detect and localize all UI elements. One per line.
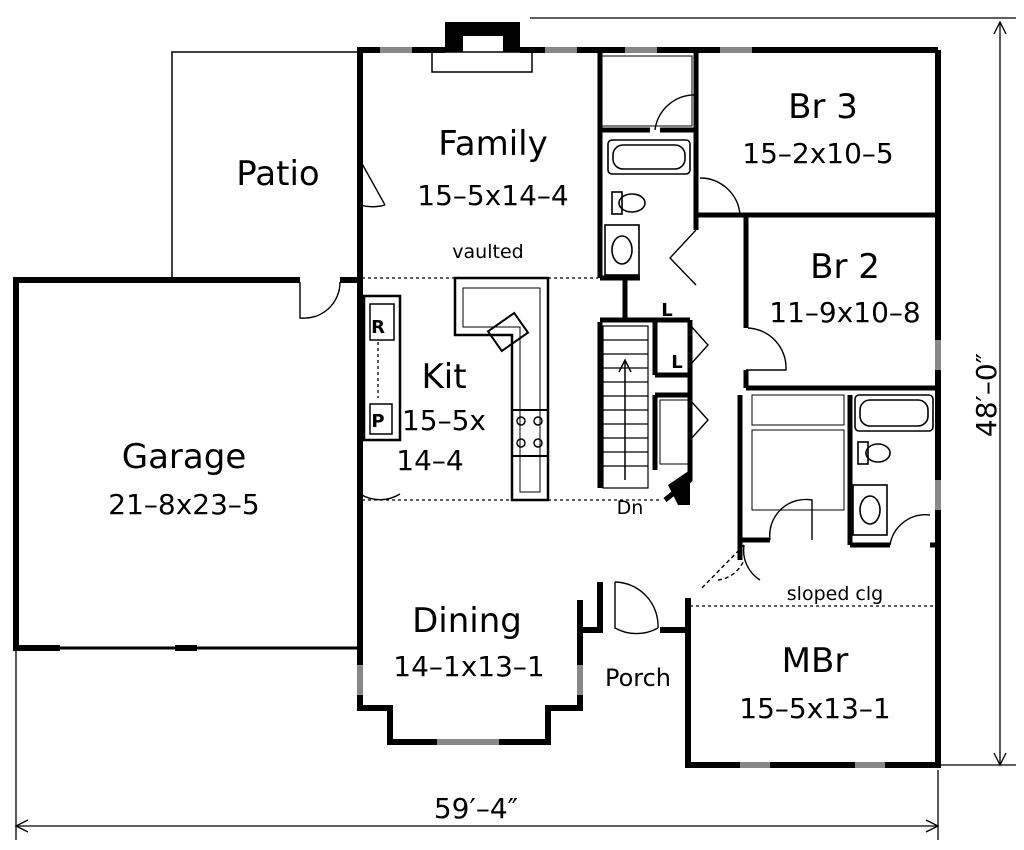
overall-depth-label: 48′–0″ xyxy=(970,353,1003,437)
windows xyxy=(357,47,941,768)
kitchen-counters xyxy=(362,276,550,502)
stair-landing-mark xyxy=(668,470,690,505)
linen-closet-upper-label: L xyxy=(661,300,672,321)
door-swings xyxy=(299,94,931,635)
bedroom-3-label: Br 3 xyxy=(788,87,858,127)
dimension-lines xyxy=(14,17,1016,840)
bedroom-2-label: Br 2 xyxy=(810,247,880,287)
dining-label: Dining xyxy=(412,601,522,641)
master-bedroom-note: sloped clg xyxy=(787,583,883,605)
closet-rods xyxy=(601,55,845,511)
garage-label: Garage xyxy=(122,437,247,477)
sink xyxy=(486,311,530,353)
patio-label: Patio xyxy=(236,154,319,194)
master-bedroom-label: MBr xyxy=(782,641,849,681)
family-room-size: 15–5x14–4 xyxy=(417,179,568,212)
dining-size: 14–1x13–1 xyxy=(393,650,544,683)
garage-size: 21–8x23–5 xyxy=(108,488,259,521)
stairway xyxy=(602,325,649,489)
stair-down-label: Dn xyxy=(617,497,644,519)
refrigerator-label: R xyxy=(371,317,385,338)
hearth xyxy=(431,51,533,73)
pantry-label: P xyxy=(371,411,384,432)
kitchen-size-line-1: 15–5x xyxy=(402,404,486,437)
chimney-flue xyxy=(463,36,503,52)
bedroom-3-size: 15–2x10–5 xyxy=(742,137,893,170)
bedroom-2-size: 11–9x10–8 xyxy=(769,296,920,329)
garage-door-post xyxy=(175,645,197,651)
dotted-lines xyxy=(362,277,936,607)
porch-label: Porch xyxy=(605,664,671,692)
cooktop-burners xyxy=(516,416,543,448)
master-bedroom-size: 15–5x13–1 xyxy=(739,692,890,725)
overall-width-label: 59′–4″ xyxy=(434,792,518,825)
kitchen-size-line-2: 14–4 xyxy=(396,444,463,477)
patio-area xyxy=(171,51,360,278)
family-room-label: Family xyxy=(438,124,547,164)
linen-closet-lower-label: L xyxy=(671,352,682,373)
kitchen-label: Kit xyxy=(421,357,466,397)
bath-fixtures xyxy=(604,139,934,536)
family-room-note: vaulted xyxy=(452,241,523,263)
